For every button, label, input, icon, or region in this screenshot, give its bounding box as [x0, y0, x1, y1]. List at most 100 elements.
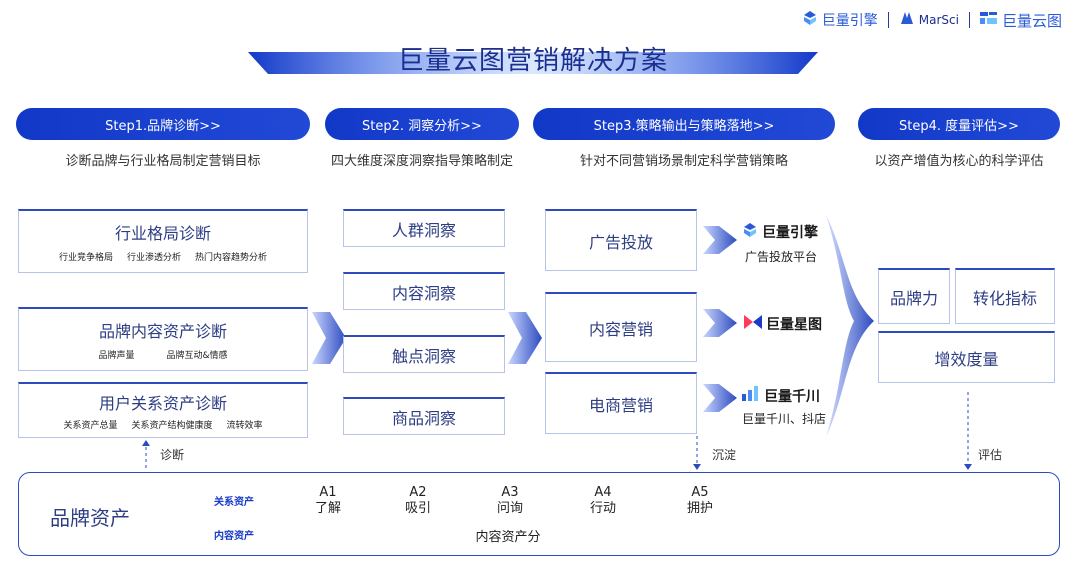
platform-arrow: [703, 309, 737, 337]
stage-code: A2: [409, 485, 427, 500]
platform-juliang-engine: 巨量引擎: [742, 222, 818, 242]
flow-label-diagnose: 诊断: [160, 448, 185, 462]
stage-code: A5: [691, 485, 709, 500]
stage-name: 拥护: [686, 501, 713, 516]
step-4-label: Step4. 度量评估>>: [899, 118, 1019, 134]
flow-arrow-1: [312, 312, 346, 364]
insight-content-box: 内容洞察: [343, 272, 505, 310]
stage-a3: A3 问询: [490, 485, 530, 517]
stage-name: 问询: [496, 501, 523, 516]
yuntu-label: 巨量云图: [1001, 11, 1062, 30]
brand-content-diagnosis-title: 品牌内容资产诊断: [98, 322, 227, 341]
juliang-engine-icon: [802, 10, 818, 30]
user-relation-diagnosis-title: 用户关系资产诊断: [98, 394, 227, 413]
diagnosis-item: 热门内容趋势分析: [195, 253, 268, 263]
brand-assets-title: 品牌资产: [50, 506, 130, 530]
stage-name: 行动: [589, 501, 616, 516]
metric-conversion-box: 转化指标: [955, 268, 1055, 324]
step-3-pill[interactable]: Step3.策略输出与策略落地>>: [533, 108, 835, 140]
step-1-label: Step1.品牌诊断>>: [105, 118, 221, 134]
page-title: 巨量云图营销解决方案: [397, 46, 668, 76]
stage-code: A1: [319, 485, 337, 500]
metric-label: 转化指标: [972, 288, 1037, 308]
logo-divider: [887, 12, 889, 28]
stage-a2: A2 吸引: [398, 485, 438, 517]
logo-divider: [968, 12, 970, 28]
diagnosis-item: 品牌声量: [98, 351, 135, 361]
strategy-ecommerce-box: 电商营销: [545, 372, 697, 434]
marsci-logo: MarSci: [899, 10, 959, 30]
juliang-engine-label: 巨量引擎: [821, 13, 878, 29]
industry-diagnosis-box: 行业格局诊断 行业竞争格局 行业渗透分析 热门内容趋势分析: [18, 209, 308, 273]
relation-assets-tag: 关系资产: [214, 497, 254, 508]
metric-effect-box: 增效度量: [878, 331, 1055, 383]
step-4-desc: 以资产增值为核心的科学评估: [874, 154, 1044, 169]
marsci-label: MarSci: [918, 13, 959, 27]
flow-label-settle: 沉淀: [712, 448, 737, 462]
stage-code: A4: [594, 485, 612, 500]
diagnosis-item: 流转效率: [226, 421, 263, 431]
platform-name: 巨量引擎: [762, 225, 818, 241]
stage-code: A3: [501, 485, 519, 500]
step-2-desc: 四大维度深度洞察指导策略制定: [330, 154, 513, 169]
platform-arrow: [703, 384, 737, 412]
yuntu-icon: [979, 10, 998, 30]
flow-arrow-2: [508, 312, 542, 364]
strategy-label: 内容营销: [588, 319, 653, 339]
stage-a5: A5 拥护: [680, 485, 720, 517]
step-1-desc: 诊断品牌与行业格局制定营销目标: [65, 154, 261, 169]
platform-name: 巨量千川: [764, 389, 820, 405]
metric-label: 品牌力: [889, 288, 938, 308]
strategy-content-box: 内容营销: [545, 292, 697, 362]
marsci-icon: [899, 10, 915, 30]
insight-label: 商品洞察: [391, 408, 456, 428]
step-1-pill[interactable]: Step1.品牌诊断>>: [16, 108, 310, 140]
content-assets-tag: 内容资产: [214, 531, 254, 542]
user-relation-diagnosis-box: 用户关系资产诊断 关系资产总量 关系资产结构健康度 流转效率: [18, 382, 308, 438]
platform-arrow: [703, 226, 737, 254]
brand-assets-panel: [18, 472, 1060, 556]
insight-label: 触点洞察: [391, 346, 456, 366]
metric-label: 增效度量: [934, 349, 999, 369]
insight-touchpoint-box: 触点洞察: [343, 335, 505, 373]
platform-name: 巨量星图: [766, 317, 822, 333]
platform-desc: 巨量千川、抖店: [742, 412, 827, 426]
header-logos: 巨量引擎 MarSci 巨量云图: [802, 10, 1062, 30]
step-2-pill[interactable]: Step2. 洞察分析>>: [325, 108, 519, 140]
yuntu-logo: 巨量云图: [979, 10, 1062, 31]
diagnosis-item: 品牌互动&情感: [166, 351, 228, 361]
qianchuan-icon: [742, 386, 760, 406]
stage-name: 吸引: [404, 501, 431, 516]
strategy-label: 广告投放: [588, 232, 653, 252]
insight-label: 人群洞察: [391, 220, 456, 240]
insight-product-box: 商品洞察: [343, 397, 505, 435]
stage-name: 了解: [314, 501, 341, 516]
platform-desc: 广告投放平台: [745, 250, 818, 264]
insight-audience-box: 人群洞察: [343, 209, 505, 247]
step-4-pill[interactable]: Step4. 度量评估>>: [858, 108, 1060, 140]
xingtu-icon: [744, 314, 762, 334]
step-3-desc: 针对不同营销场景制定科学营销策略: [579, 154, 788, 169]
converge-arrow: [826, 215, 874, 437]
juliang-engine-logo: 巨量引擎: [802, 10, 878, 30]
metric-brand-box: 品牌力: [878, 268, 950, 324]
diagnosis-item: 行业渗透分析: [126, 253, 181, 263]
content-asset-score: 内容资产分: [475, 530, 541, 545]
title-banner: 巨量云图营销解决方案: [248, 46, 818, 76]
step-2-label: Step2. 洞察分析>>: [362, 118, 482, 134]
insight-label: 内容洞察: [391, 283, 456, 303]
platform-xingtu: 巨量星图: [744, 314, 822, 334]
stage-a1: A1 了解: [308, 485, 348, 517]
strategy-ads-box: 广告投放: [545, 209, 697, 271]
flow-label-evaluate: 评估: [978, 448, 1003, 462]
brand-content-diagnosis-box: 品牌内容资产诊断 品牌声量 品牌互动&情感: [18, 307, 308, 371]
diagnosis-item: 关系资产结构健康度: [131, 421, 213, 431]
industry-diagnosis-title: 行业格局诊断: [114, 224, 211, 243]
step-3-label: Step3.策略输出与策略落地>>: [593, 118, 775, 134]
strategy-label: 电商营销: [588, 395, 653, 415]
platform-qianchuan: 巨量千川: [742, 386, 820, 406]
juliang-engine-icon: [742, 222, 758, 242]
stage-a4: A4 行动: [583, 485, 623, 517]
diagnosis-item: 行业竞争格局: [58, 253, 113, 263]
diagnosis-item: 关系资产总量: [63, 421, 118, 431]
